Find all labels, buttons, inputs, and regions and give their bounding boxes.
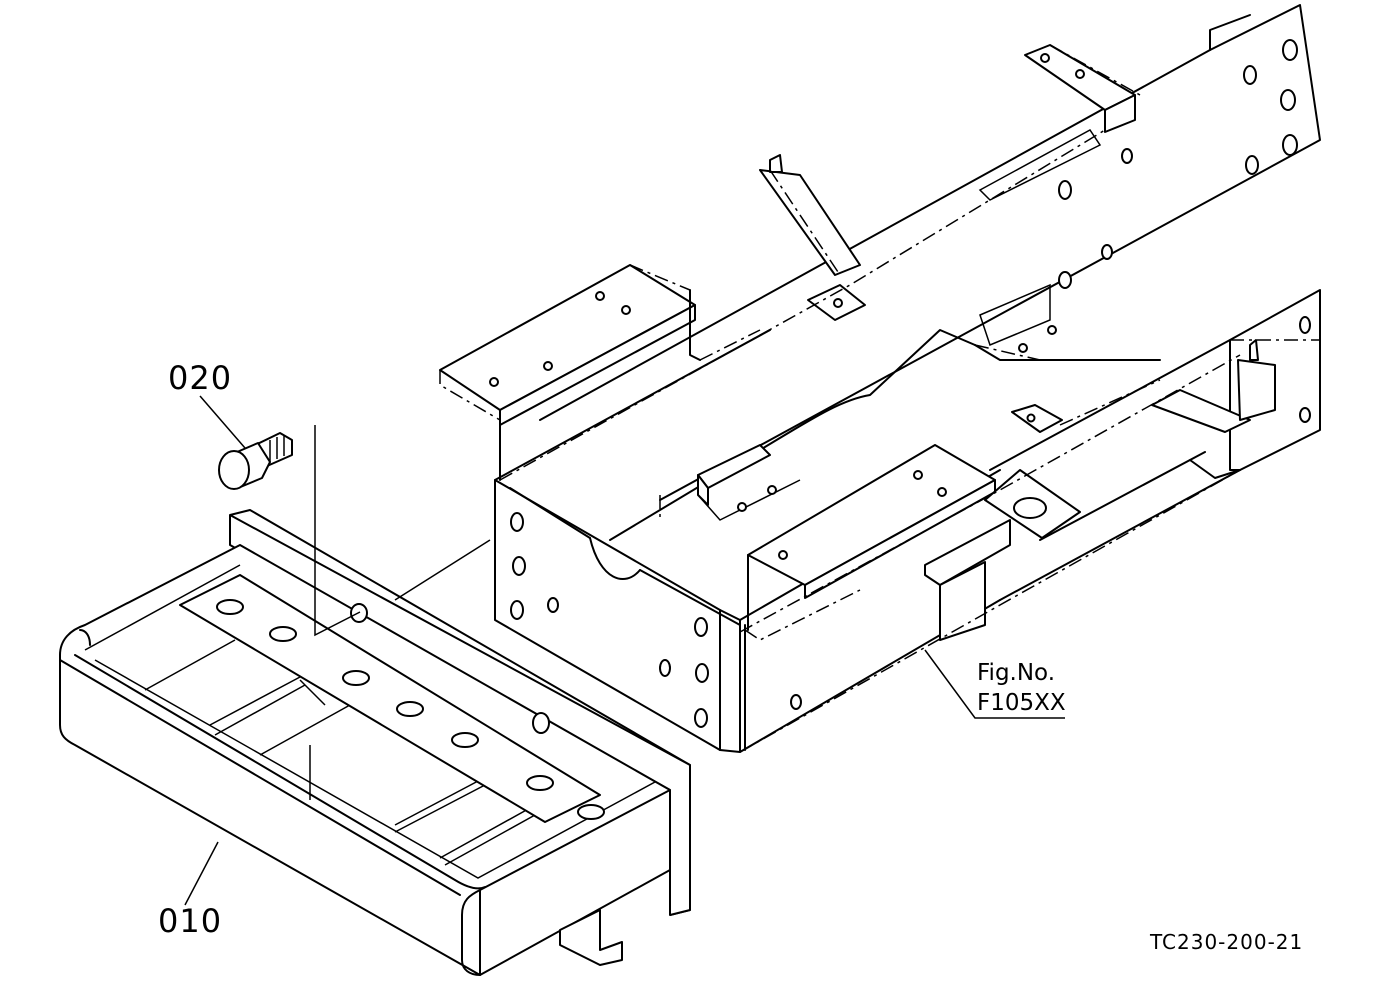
fig-no-label: Fig.No. <box>977 660 1056 686</box>
diagonal-strap <box>759 154 866 321</box>
callout-010: 010 <box>158 902 223 940</box>
leader-020 <box>199 395 246 449</box>
drawing-code: TC230-200-21 <box>1150 930 1304 954</box>
fig-no-value: F105XX <box>977 690 1066 716</box>
step-assembly-010 <box>59 509 691 976</box>
lower-frame-rail <box>989 289 1321 601</box>
upper-frame-rail <box>539 4 1321 501</box>
leader-010 <box>184 841 219 906</box>
top-mount-bracket <box>1024 44 1136 133</box>
bolt-insertion-line <box>314 425 361 637</box>
cross-member <box>439 264 1276 753</box>
bolt-020 <box>218 432 293 490</box>
alignment-line <box>394 539 491 601</box>
callout-020: 020 <box>168 359 233 397</box>
assembly-centre-lines <box>439 44 1320 753</box>
leader-fig-ref <box>924 649 1065 719</box>
